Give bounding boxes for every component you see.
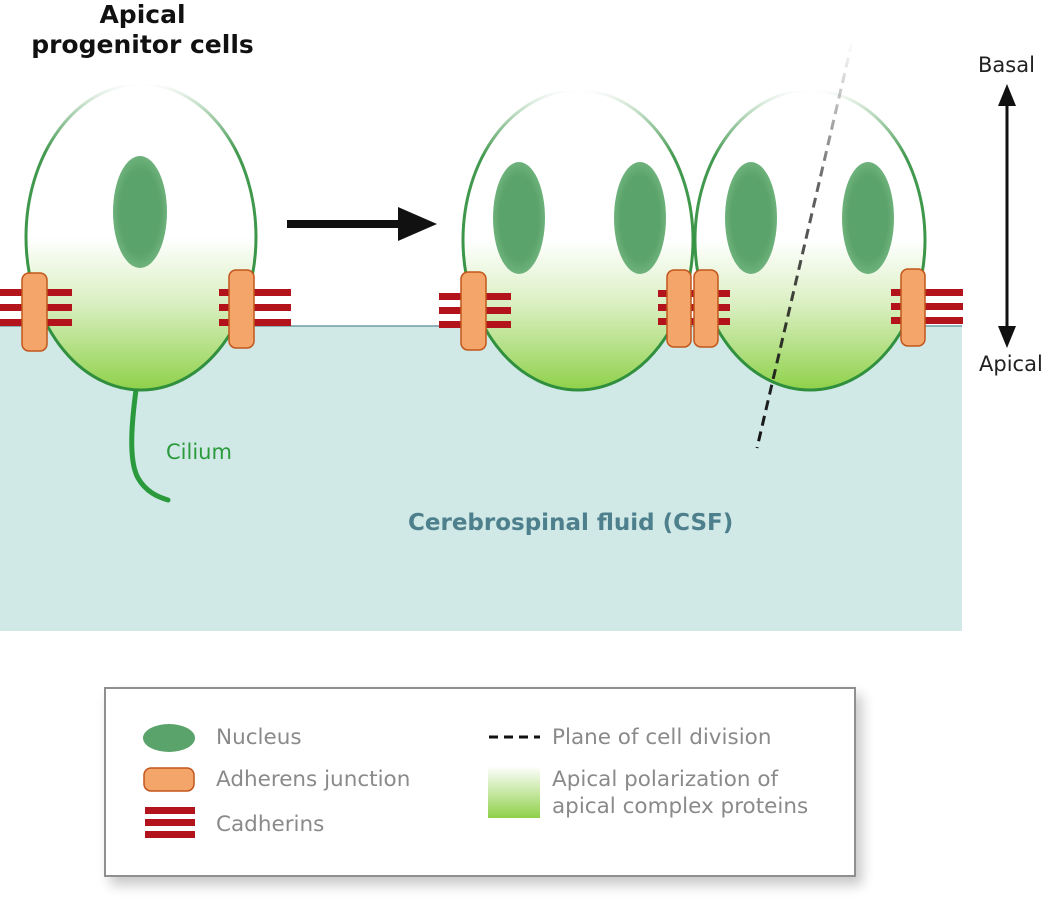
adherens-junction xyxy=(228,269,255,349)
legend-adherens-label: Adherens junction xyxy=(216,767,411,792)
cadherin-bar xyxy=(891,289,963,296)
legend-nucleus-label: Nucleus xyxy=(216,725,302,750)
cadherin-bar xyxy=(219,319,291,326)
right-dividing-cell xyxy=(693,88,927,392)
nucleus xyxy=(842,162,894,274)
nucleus xyxy=(113,156,167,268)
adherens-junction xyxy=(21,272,48,352)
legend-box: Nucleus Adherens junction Cadherins Plan… xyxy=(104,687,856,877)
legend-cadherins-label: Cadherins xyxy=(216,812,325,837)
adherens-junction xyxy=(460,271,487,351)
title-line-2: progenitor cells xyxy=(31,30,254,59)
adherens-junction xyxy=(666,269,692,348)
nucleus xyxy=(493,162,545,274)
junctions-right-group xyxy=(439,268,963,351)
legend-symbols xyxy=(143,724,540,838)
apical-label: Apical xyxy=(979,352,1043,376)
left-progenitor-cell xyxy=(0,82,291,503)
nucleus xyxy=(725,162,777,274)
cadherin-bar xyxy=(219,289,291,296)
legend-adherens-icon xyxy=(143,767,195,792)
figure-title: Apical progenitor cells xyxy=(10,0,275,60)
legend-plane-label: Plane of cell division xyxy=(552,725,772,750)
legend-cadherin-icon xyxy=(145,819,195,826)
cilium xyxy=(129,387,171,503)
adherens-junction xyxy=(693,269,719,348)
cadherin-bar xyxy=(891,317,963,324)
legend-cadherin-icon xyxy=(145,807,195,814)
division-arrow xyxy=(287,207,437,241)
legend-nucleus-icon xyxy=(143,724,195,752)
cadherin-bar xyxy=(891,303,963,310)
basal-label: Basal xyxy=(978,53,1035,77)
nucleus xyxy=(614,162,666,274)
division-plane-oblique xyxy=(755,41,854,449)
legend-polarization-label-2: apical complex proteins xyxy=(552,794,809,819)
title-line-1: Apical xyxy=(99,0,186,29)
legend-cadherin-icon xyxy=(145,831,195,838)
middle-dividing-cell xyxy=(461,88,695,392)
legend-polarization-label-1: Apical polarization of xyxy=(552,767,779,792)
legend-polarization-icon xyxy=(488,766,540,818)
basal-apical-axis-arrow xyxy=(998,84,1016,348)
cilium-label: Cilium xyxy=(166,440,232,464)
adherens-junction xyxy=(900,268,926,347)
cadherin-bar xyxy=(219,304,291,311)
csf-label: Cerebrospinal fluid (CSF) xyxy=(408,510,734,536)
